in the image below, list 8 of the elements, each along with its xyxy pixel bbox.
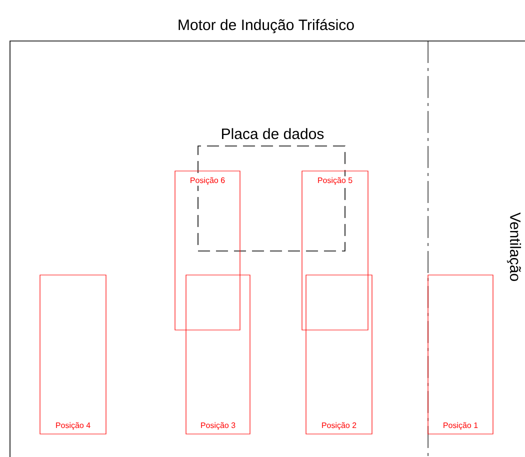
position-box: Posição 1	[428, 274, 494, 434]
position-box: Posição 5	[302, 170, 368, 330]
node-label: Placa de dados	[222, 128, 324, 140]
position-box: Posição 6	[174, 170, 240, 330]
position-box: Posição 4	[40, 274, 106, 434]
position-box: Posição 2	[306, 274, 372, 434]
rotated-label: Ventilação	[506, 212, 522, 281]
position-box: Posição 3	[186, 274, 250, 434]
